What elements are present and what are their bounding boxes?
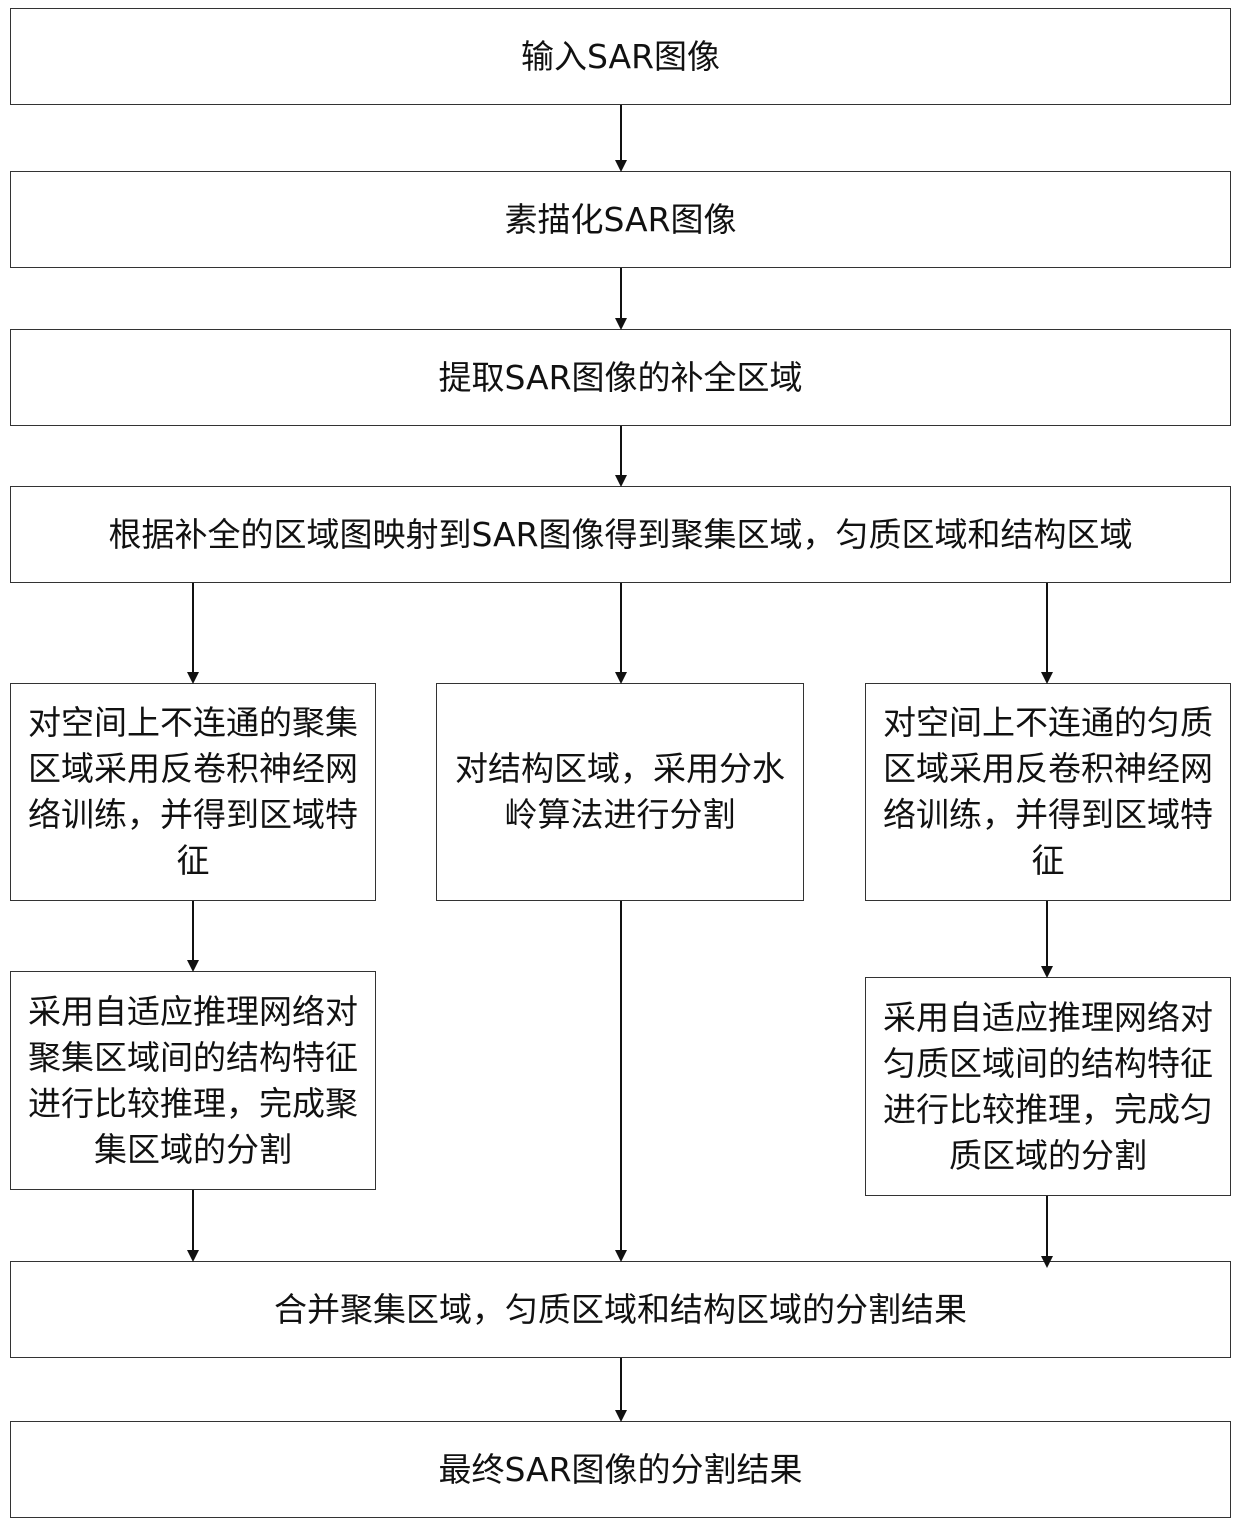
step-merge-results: 合并聚集区域，匀质区域和结构区域的分割结果: [10, 1261, 1231, 1358]
step-homogeneous-region-inference: 采用自适应推理网络对匀质区域间的结构特征进行比较推理，完成匀质区域的分割: [865, 977, 1231, 1196]
step-sketch-sar-image: 素描化SAR图像: [10, 171, 1231, 268]
step-final-result: 最终SAR图像的分割结果: [10, 1421, 1231, 1518]
step-structure-seg-label: 对结构区域，采用分水岭算法进行分割: [455, 749, 785, 834]
step-input-label: 输入SAR图像: [520, 36, 721, 76]
step-homogeneous-infer-label: 采用自适应推理网络对匀质区域间的结构特征进行比较推理，完成匀质区域的分割: [883, 997, 1213, 1175]
step-sketch-label: 素描化SAR图像: [504, 199, 737, 239]
step-homogeneous-region-training: 对空间上不连通的匀质区域采用反卷积神经网络训练，并得到区域特征: [865, 683, 1231, 901]
step-merge-label: 合并聚集区域，匀质区域和结构区域的分割结果: [274, 1289, 967, 1329]
step-structure-watershed: 对结构区域，采用分水岭算法进行分割: [436, 683, 804, 901]
step-aggregate-region-training: 对空间上不连通的聚集区域采用反卷积神经网络训练，并得到区域特征: [10, 683, 376, 901]
step-input-sar-image: 输入SAR图像: [10, 8, 1231, 105]
step-extract-label: 提取SAR图像的补全区域: [438, 357, 803, 397]
step-aggregate-region-inference: 采用自适应推理网络对聚集区域间的结构特征进行比较推理，完成聚集区域的分割: [10, 971, 376, 1190]
step-final-label: 最终SAR图像的分割结果: [438, 1449, 803, 1489]
step-extract-complete-regions: 提取SAR图像的补全区域: [10, 329, 1231, 426]
step-aggregate-train-label: 对空间上不连通的聚集区域采用反卷积神经网络训练，并得到区域特征: [28, 703, 358, 880]
step-map-label: 根据补全的区域图映射到SAR图像得到聚集区域，匀质区域和结构区域: [108, 514, 1133, 554]
step-homogeneous-train-label: 对空间上不连通的匀质区域采用反卷积神经网络训练，并得到区域特征: [883, 703, 1213, 880]
step-map-regions: 根据补全的区域图映射到SAR图像得到聚集区域，匀质区域和结构区域: [10, 486, 1231, 583]
step-aggregate-infer-label: 采用自适应推理网络对聚集区域间的结构特征进行比较推理，完成聚集区域的分割: [28, 991, 358, 1169]
